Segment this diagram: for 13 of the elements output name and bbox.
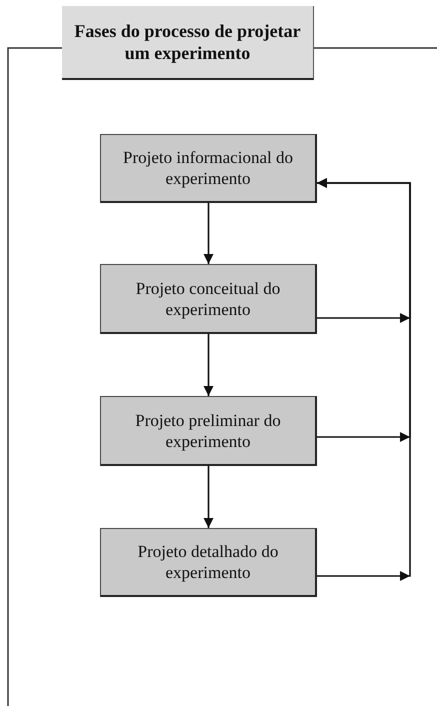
box-label: Projeto conceitual do experimento [134,278,282,320]
arrow [204,334,214,396]
arrow [317,178,411,577]
process-box [100,134,317,203]
box-label: Projeto informacional do experimento [122,147,294,189]
process-box [100,264,317,334]
box-label: Projeto detalhado do experimento [136,541,280,583]
title-banner: Fases do processo de projetar um experimento [62,6,314,80]
process-box [100,396,317,466]
arrow [204,466,214,528]
box-label: Projeto preliminar do experimento [134,410,282,452]
arrow [204,203,214,264]
process-box [100,528,317,597]
